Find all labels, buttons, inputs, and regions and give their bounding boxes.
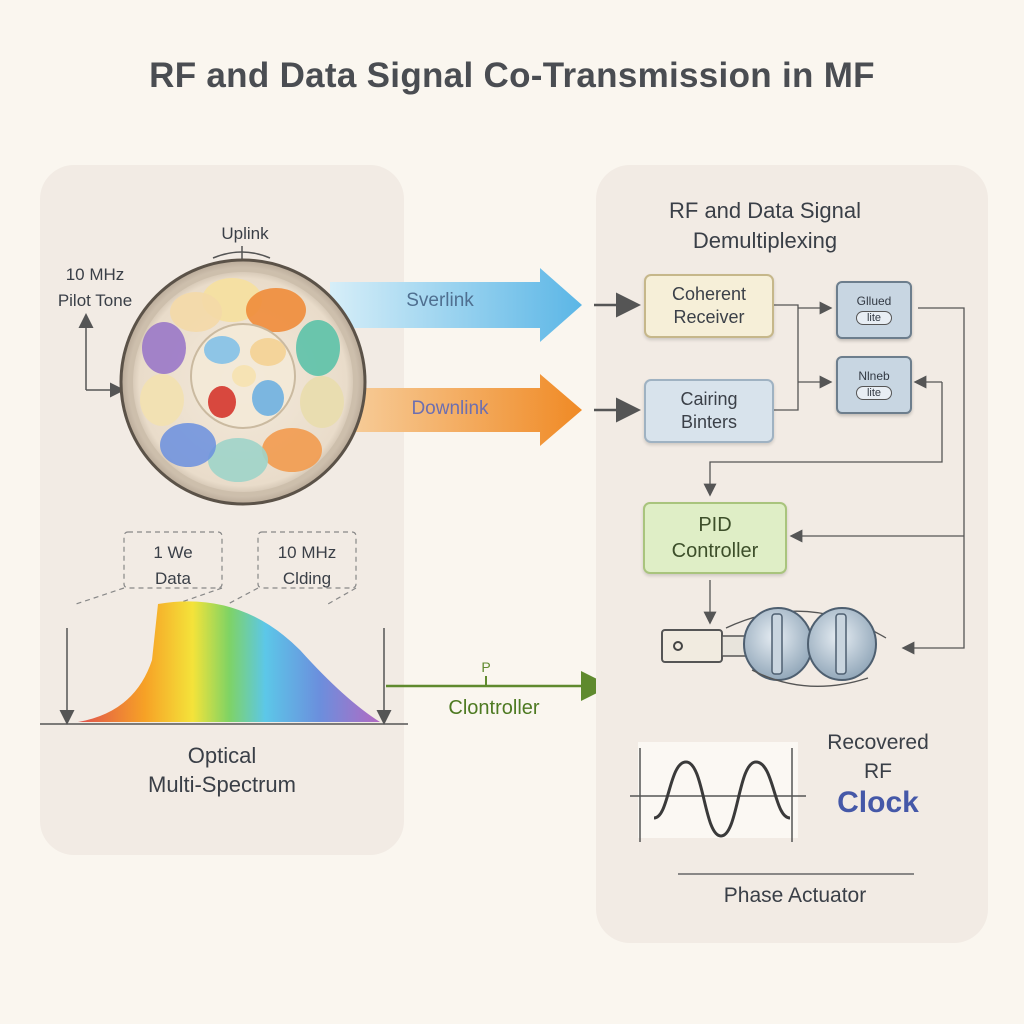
downlink-arrow-label: Downlink	[411, 398, 489, 419]
page-title: RF and Data Signal Co-Transmission in MF	[149, 56, 875, 95]
controller-marker: P	[481, 659, 491, 675]
controller-link	[386, 671, 611, 701]
downlink-arrow	[330, 374, 582, 446]
phase-actuator-label: Phase Actuator	[723, 884, 867, 907]
controller-link-label: Clontroller	[448, 697, 540, 719]
uplink-arrow	[330, 268, 582, 342]
recovered-rf-waveform	[630, 742, 806, 842]
filter-module-1[interactable]: Gllued lite	[836, 281, 912, 339]
callout-box-1	[123, 531, 223, 589]
fiber-cross-section-icon	[119, 258, 367, 506]
pilot-tone-label: 10 MHz Pilot Tone	[57, 265, 133, 310]
uplink-label: Uplink	[221, 224, 269, 243]
optical-spectrum	[40, 601, 408, 725]
phase-actuator-device-icon	[661, 607, 887, 687]
uplink-arrow-label: Sverlink	[406, 290, 474, 311]
clock-label: Clock	[837, 786, 919, 819]
filter-module-2[interactable]: Nlneb lite	[836, 356, 912, 414]
pilot-tone-arrow	[78, 313, 125, 398]
callout-box-2	[257, 531, 357, 589]
